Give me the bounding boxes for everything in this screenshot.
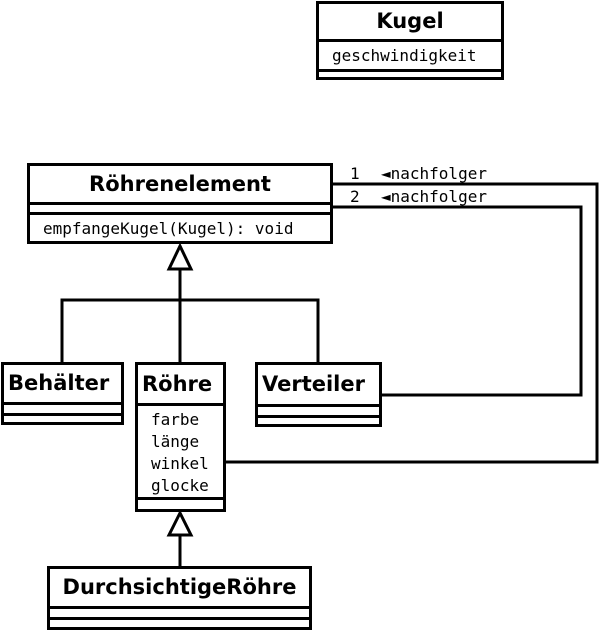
class-verteiler-name: Verteiler <box>262 372 365 396</box>
attribute-laenge: länge <box>151 432 200 451</box>
class-durchsichtige-roehre-attributes <box>50 606 309 617</box>
class-roehrenelement-attributes <box>30 202 330 212</box>
inheritance-triangle-lower <box>166 509 194 537</box>
attribute-glocke: glocke <box>151 476 209 495</box>
inheritance-branches <box>60 298 320 364</box>
class-roehrenelement-name: Röhrenelement <box>89 172 271 196</box>
association-2-multiplicity: 2 <box>350 187 360 206</box>
class-verteiler-attributes <box>258 404 379 415</box>
class-behaelter-name: Behälter <box>8 371 110 395</box>
class-behaelter-methods <box>4 413 121 422</box>
inheritance-triangle-top <box>166 242 194 271</box>
attribute-farbe: farbe <box>151 410 200 429</box>
association-line-2 <box>332 205 583 397</box>
class-behaelter-attributes <box>4 402 121 413</box>
class-kugel: Kugel geschwindigkeit <box>316 1 504 80</box>
class-roehrenelement: Röhrenelement empfangeKugel(Kugel): void <box>27 163 333 244</box>
class-kugel-name: Kugel <box>376 9 444 33</box>
class-durchsichtige-roehre: DurchsichtigeRöhre <box>47 566 312 630</box>
class-roehre-methods <box>138 497 223 509</box>
class-roehrenelement-methods: empfangeKugel(Kugel): void <box>30 212 330 240</box>
class-verteiler: Verteiler <box>255 362 382 427</box>
class-durchsichtige-roehre-name: DurchsichtigeRöhre <box>62 575 297 599</box>
class-behaelter: Behälter <box>1 362 124 425</box>
class-roehre-attributes: farbe länge winkel glocke <box>138 403 223 497</box>
attribute-winkel: winkel <box>151 454 209 473</box>
attribute-geschwindigkeit: geschwindigkeit <box>332 46 477 65</box>
class-kugel-methods <box>319 69 501 80</box>
association-line-1 <box>226 182 599 464</box>
method-empfangekugel: empfangeKugel(Kugel): void <box>43 219 294 238</box>
association-2-role: ◄nachfolger <box>381 187 487 206</box>
class-roehre: Röhre farbe länge winkel glocke <box>135 362 226 512</box>
class-roehre-name: Röhre <box>142 372 213 396</box>
association-1-role: ◄nachfolger <box>381 164 487 183</box>
class-durchsichtige-roehre-methods <box>50 617 309 627</box>
class-kugel-attributes: geschwindigkeit <box>319 39 501 69</box>
association-1-multiplicity: 1 <box>350 164 360 183</box>
class-verteiler-methods <box>258 415 379 424</box>
